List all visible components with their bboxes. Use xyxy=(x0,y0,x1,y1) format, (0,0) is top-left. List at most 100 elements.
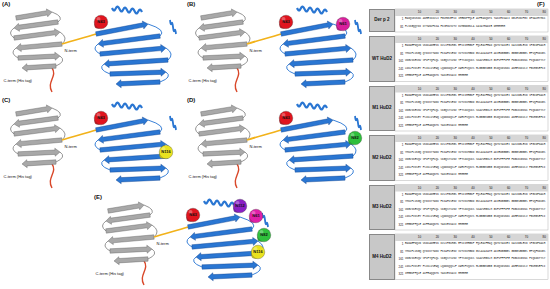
atom-sphere xyxy=(233,199,247,213)
glycosylation-site xyxy=(94,15,108,29)
protein-model xyxy=(196,102,362,188)
beta-strand xyxy=(199,125,245,137)
atom-sphere xyxy=(186,208,200,222)
alpha-helix xyxy=(204,199,234,206)
glycosylation-site xyxy=(279,15,293,29)
alpha-helix xyxy=(170,20,176,34)
atom-sphere xyxy=(94,111,108,125)
ruler-number: 80 xyxy=(543,137,546,140)
position-number: 81 xyxy=(400,26,403,29)
sequence-line: YMKCPLVKGQ QYDIKYTWNV PKIAPKSENV VVTVKVM… xyxy=(405,251,545,254)
loop xyxy=(13,144,18,154)
beta-strand xyxy=(110,164,166,172)
beta-strand xyxy=(289,58,353,68)
beta-strand xyxy=(199,29,245,41)
ruler-number: 10 xyxy=(418,88,421,91)
ruler-number: 40 xyxy=(471,187,474,190)
position-number: 161 xyxy=(398,110,403,113)
position-number: 321 xyxy=(398,224,403,227)
ruler-number: 10 xyxy=(418,187,421,190)
sequence-line: VDGVIKEVNV SPCPTQPCQL SKGQSYSVNV TFTSNIQ… xyxy=(405,60,545,63)
terminus-label: N-term xyxy=(249,145,262,149)
alpha-helix xyxy=(112,102,142,109)
beta-strand xyxy=(100,141,166,153)
residue-label: N61 xyxy=(252,214,259,218)
loop xyxy=(280,140,285,150)
glycosylation-site xyxy=(251,245,265,259)
residue-label: N116 xyxy=(253,250,262,254)
sequence-line: LNKLPVKSEY PSIKLVVEWQ LQDDKNQSLF CWEIPVQ… xyxy=(405,68,545,71)
ruler-band xyxy=(395,135,548,142)
ruler-band xyxy=(395,36,548,43)
protein-model xyxy=(11,102,177,188)
glycosylation-site xyxy=(279,111,293,125)
beta-strand xyxy=(281,117,333,132)
terminus-label: C-term (His tag) xyxy=(188,79,217,83)
beta-strand xyxy=(203,52,245,60)
beta-strand xyxy=(114,257,148,265)
alignment-table xyxy=(395,9,548,280)
construct-name: M4 HuD2 xyxy=(372,255,391,260)
beta-strand xyxy=(201,42,247,52)
atom-sphere xyxy=(336,17,350,31)
loop xyxy=(13,48,18,58)
position-number: 161 xyxy=(398,60,403,63)
glycosylation-site xyxy=(94,111,108,125)
panel-label: (A) xyxy=(2,1,10,7)
sequence-line: YMKCPLVKGQ QYDIKYTWNV PKIAPKSENV VVTVKVM… xyxy=(405,201,545,204)
ruler-number: 10 xyxy=(418,38,421,41)
position-number: 81 xyxy=(400,152,403,155)
sequence-line: YMKCPLVKGQ QYDIKYTWNV PKIAPKSENV VVTVKVM… xyxy=(405,152,545,155)
alpha-helix xyxy=(297,102,327,109)
beta-strand xyxy=(96,21,148,36)
atom-sphere xyxy=(257,228,271,242)
glycosylation-site xyxy=(233,199,247,213)
construct-name: M3 HuD2 xyxy=(372,205,391,210)
beta-strand xyxy=(201,105,237,116)
beta-strand xyxy=(188,214,240,229)
linker xyxy=(62,130,96,140)
his-tag-tail xyxy=(142,261,145,285)
beta-strand xyxy=(281,21,333,36)
ruler-band xyxy=(395,86,548,93)
ruler-number: 40 xyxy=(471,137,474,140)
residue-label: N61 xyxy=(339,22,346,26)
ruler-number: 70 xyxy=(525,38,528,41)
beta-strand xyxy=(110,245,152,253)
sequence-line: EADAEFDQVD VKDCANHEIK KVLVPGCHGS EPCIIHR… xyxy=(405,243,545,246)
sequence-panel xyxy=(395,36,548,82)
beta-strand xyxy=(285,141,351,153)
residue-label: N43 xyxy=(97,116,104,120)
ruler-number: 80 xyxy=(543,11,546,14)
position-number: 241 xyxy=(398,216,403,219)
ruler-number: 80 xyxy=(543,236,546,239)
beta-strand xyxy=(98,130,160,144)
ruler-number: 40 xyxy=(471,88,474,91)
sequence-line: YMKCPLVKGQ QYDIKYTWNV PKIAPKSENV VVTVKVM… xyxy=(405,53,545,56)
construct-cell: M2 HuD2 xyxy=(369,135,395,181)
beta-strand xyxy=(100,45,166,57)
beta-strand xyxy=(108,235,154,245)
alpha-helix xyxy=(297,6,327,13)
loop xyxy=(95,140,100,150)
beta-strand xyxy=(96,117,148,132)
ruler-number: 30 xyxy=(453,88,456,91)
beta-strand xyxy=(301,80,345,88)
sequence-line: EADAEFDQVD VKDCANHEIK KVLVPGCHGS EPCIIHR… xyxy=(405,45,545,48)
loop xyxy=(196,28,200,38)
ruler-number: 10 xyxy=(418,11,421,14)
position-number: 81 xyxy=(400,201,403,204)
ruler-number: 50 xyxy=(489,137,492,140)
glycosylation-site xyxy=(186,208,200,222)
residue-label: N82 xyxy=(260,233,267,237)
beta-strand xyxy=(202,261,258,269)
position-number: 161 xyxy=(398,159,403,162)
beta-strand xyxy=(208,273,252,281)
terminus-label: C-term (His tag) xyxy=(3,79,32,83)
ruler-number: 60 xyxy=(507,236,510,239)
position-number: 321 xyxy=(398,75,403,78)
ruler-number: 80 xyxy=(543,38,546,41)
residue-label: N43 xyxy=(97,20,104,24)
linker xyxy=(247,130,281,140)
ruler-number: 30 xyxy=(453,187,456,190)
